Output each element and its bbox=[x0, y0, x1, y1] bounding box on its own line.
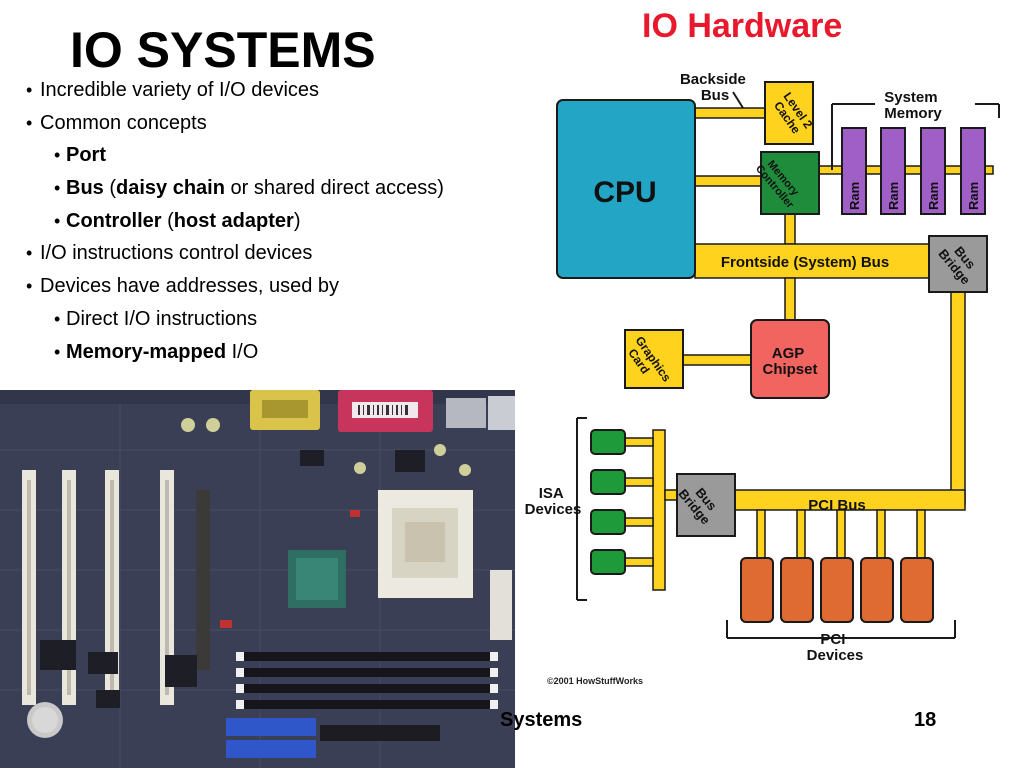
agp-chipset-label: AGP Chipset bbox=[762, 345, 817, 378]
sub-bullet-item: •Port bbox=[26, 139, 506, 172]
bullet-text: I/O instructions control devices bbox=[40, 242, 313, 265]
isa-devices-label: ISA Devices bbox=[525, 485, 582, 518]
motherboard-photo bbox=[0, 390, 515, 768]
pci-device bbox=[740, 557, 774, 623]
memory-controller-box bbox=[760, 151, 820, 215]
bullet-item: • Common concepts bbox=[26, 107, 506, 140]
ram-stick bbox=[880, 127, 906, 215]
bullet-text: ) bbox=[293, 209, 301, 232]
bullet-bold-text: Port bbox=[66, 144, 106, 167]
bullet-dot: • bbox=[54, 178, 61, 199]
bullet-text: ( bbox=[161, 209, 174, 232]
agp-down-bar bbox=[784, 277, 796, 321]
cpu-box bbox=[556, 99, 696, 279]
pci-device bbox=[780, 557, 814, 623]
bullet-bold-text: daisy chain bbox=[116, 177, 225, 200]
bullet-dot: • bbox=[54, 145, 61, 166]
bullet-bold-text: Bus bbox=[66, 177, 104, 200]
sub-bullet-item: •Bus (daisy chain or shared direct acces… bbox=[26, 172, 506, 205]
isa-device bbox=[590, 469, 626, 495]
bullet-dot: • bbox=[26, 243, 33, 264]
ram-label: Ram bbox=[926, 182, 941, 210]
bullet-text: Devices have addresses, used by bbox=[40, 275, 340, 298]
graphics-card-box bbox=[624, 329, 684, 389]
bus-bridge-top-box bbox=[928, 235, 988, 293]
bullet-text: ( bbox=[103, 177, 117, 200]
copyright-text: ©2001 HowStuffWorks bbox=[547, 676, 643, 686]
footer-text: Systems bbox=[500, 709, 583, 731]
bullet-dot: • bbox=[26, 80, 33, 100]
bullet-list: • Incredible variety of I/O devices • Comm… bbox=[26, 74, 506, 368]
bullet-dot: • bbox=[26, 276, 33, 297]
pci-vertical-bar bbox=[950, 291, 966, 505]
bullet-text: I/O bbox=[226, 340, 259, 363]
isa-bus-bar bbox=[652, 429, 666, 591]
bullet-text: Incredible variety of I/O devices bbox=[40, 79, 320, 101]
bullet-text: Direct I/O instructions bbox=[66, 307, 258, 330]
isa-device bbox=[590, 509, 626, 535]
bullet-bold-text: Memory-mapped bbox=[66, 340, 227, 363]
bullet-text: Common concepts bbox=[40, 111, 207, 134]
bullet-item: • Incredible variety of I/O devices bbox=[26, 74, 506, 107]
pci-devices-label: PCI Devices bbox=[807, 631, 864, 664]
bullet-dot: • bbox=[26, 112, 33, 133]
ram-stick bbox=[920, 127, 946, 215]
bullet-dot: • bbox=[54, 341, 61, 362]
pci-device bbox=[860, 557, 894, 623]
ram-label: Ram bbox=[966, 182, 981, 210]
bullet-dot: • bbox=[54, 210, 61, 231]
level2-cache-box bbox=[764, 81, 814, 145]
ram-label: Ram bbox=[886, 182, 901, 210]
slide-title: IO SYSTEMS bbox=[70, 22, 376, 78]
isa-device bbox=[590, 429, 626, 455]
ram-label: Ram bbox=[847, 182, 862, 210]
pci-device bbox=[820, 557, 854, 623]
io-hardware-diagram: CPU Backside Bus Level 2 Cache System Me… bbox=[515, 60, 1015, 700]
ram-stick bbox=[960, 127, 986, 215]
mc-down-bar bbox=[784, 213, 796, 245]
bullet-bold-text: host adapter bbox=[173, 209, 294, 232]
bullet-item: • I/O instructions control devices bbox=[26, 237, 506, 270]
pci-bus-label: PCI Bus bbox=[808, 497, 866, 514]
agp-graphics-bar bbox=[680, 354, 752, 366]
backside-bus-label: Backside Bus bbox=[680, 71, 750, 104]
cpu-mc-bar bbox=[694, 175, 764, 187]
cpu-label: CPU bbox=[593, 176, 656, 209]
bullet-text: or shared direct access) bbox=[224, 177, 444, 200]
sub-bullet-item: •Direct I/O instructions bbox=[26, 303, 506, 336]
bullet-item: • Devices have addresses, used by bbox=[26, 270, 506, 303]
backside-bus-bar bbox=[694, 107, 768, 119]
sub-bullet-item: •Memory-mapped I/O bbox=[26, 336, 506, 369]
bullet-dot: • bbox=[54, 308, 61, 329]
bullet-bold-text: Controller bbox=[66, 209, 162, 232]
agp-chipset-box bbox=[750, 319, 830, 399]
system-memory-label: System Memory bbox=[884, 89, 942, 122]
bus-bridge-bottom-box bbox=[676, 473, 736, 537]
pci-device bbox=[900, 557, 934, 623]
sub-bullet-item: •Controller (host adapter) bbox=[26, 205, 506, 238]
ram-stick bbox=[841, 127, 867, 215]
frontside-bus-label: Frontside (System) Bus bbox=[721, 254, 889, 271]
page-number: 18 bbox=[914, 709, 937, 731]
isa-device bbox=[590, 549, 626, 575]
io-hardware-title: IO Hardware bbox=[642, 7, 843, 45]
